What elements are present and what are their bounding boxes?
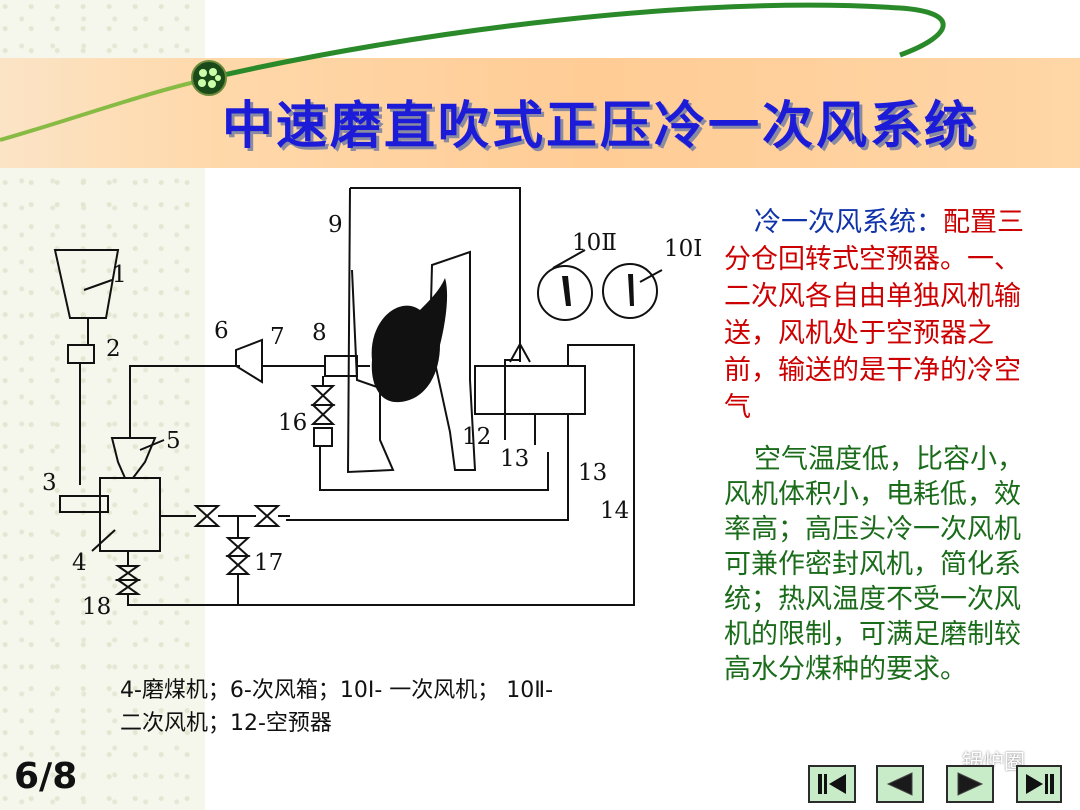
label-1: 1 [112,262,127,288]
component-3 [59,495,109,513]
label-16: 16 [278,410,308,436]
skip-last-icon [1026,774,1054,794]
primary-air-box [235,338,263,384]
description-paragraph-1: 冷一次风系统：配置三分仓回转式空预器。一、二次风各自由单独风机输送，风机处于空预… [724,204,1034,426]
label-7: 7 [270,324,285,350]
triangle-left-icon [886,772,913,796]
label-9: 9 [328,212,343,238]
label-10-1: 10Ⅰ [664,236,703,262]
burner [324,355,358,377]
coal-bunker [53,249,120,319]
label-13a: 13 [500,446,530,472]
label-4: 4 [72,550,87,576]
description-paragraph-2: 空气温度低，比容小，风机体积小，电耗低，效率高；高压头冷一次风机可兼作密封风机，… [724,442,1044,687]
label-10-2: 10Ⅱ [572,230,617,256]
previous-slide-button[interactable] [876,765,924,803]
component-16 [313,427,333,447]
description-lead: 冷一次风系统： [754,207,943,238]
separator [110,437,157,479]
page-title: 中速磨直吹式正压冷一次风系统 [222,97,979,156]
label-14: 14 [600,498,630,524]
label-2: 2 [106,336,121,362]
page-number: 6/8 [14,756,78,797]
triangle-right-icon [957,772,984,796]
label-17: 17 [254,550,284,576]
primary-fan [602,263,658,319]
description-body: 配置三分仓回转式空预器。一、二次风各自由单独风机输送，风机处于空预器之前，输送的… [724,207,1024,423]
diagram-legend: 4-磨煤机；6-次风箱；10Ⅰ- 一次风机； 10Ⅱ-二次风机；12-空预器 [120,678,554,736]
coal-feeder [67,344,95,364]
next-slide-button[interactable] [946,765,994,803]
coal-mill [99,477,161,552]
skip-first-icon [818,774,846,794]
label-6: 6 [214,318,229,344]
secondary-fan [537,265,593,321]
label-3: 3 [42,470,57,496]
last-slide-button[interactable] [1016,765,1062,803]
label-5: 5 [166,428,181,454]
label-18: 18 [82,594,112,620]
label-12: 12 [462,424,492,450]
advantages-text: 空气温度低，比容小，风机体积小，电耗低，效率高；高压头冷一次风机可兼作密封风机，… [724,444,1024,685]
air-preheater [474,365,586,415]
flame [371,278,448,403]
label-8: 8 [312,320,327,346]
title-banner [0,58,1080,168]
label-13b: 13 [578,460,608,486]
furnace [346,187,395,474]
first-slide-button[interactable] [808,765,856,803]
